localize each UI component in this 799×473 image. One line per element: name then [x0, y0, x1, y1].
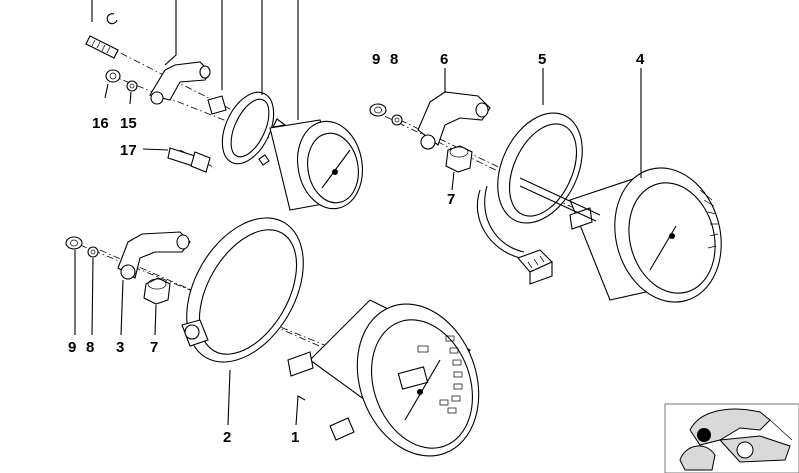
- grommet-small-part: [207, 95, 227, 115]
- callout-8-bottom: 8: [86, 339, 94, 356]
- nut-16-part: [105, 69, 121, 83]
- callout-17: 17: [120, 142, 137, 159]
- small-gauge-assembly: [85, 13, 363, 211]
- speedometer-assembly: [65, 217, 480, 457]
- motorcycle-location-thumbnail: [664, 403, 799, 473]
- callout-7-bottom: 7: [150, 339, 158, 356]
- callout-3: 3: [116, 339, 124, 356]
- callout-labels: 9 8 6 5 4 16 15 17 7 9 8 3 7 2 1: [68, 51, 645, 446]
- stud-part: [85, 35, 119, 59]
- callout-1: 1: [291, 429, 299, 446]
- callout-16: 16: [92, 115, 109, 132]
- grommet-7-part-bottom: [143, 277, 171, 305]
- callout-5: 5: [538, 51, 546, 68]
- callout-15: 15: [120, 115, 137, 132]
- leader-lines: [74, 0, 642, 426]
- callout-4: 4: [636, 51, 645, 68]
- washer-8-part-top: [391, 114, 403, 126]
- callout-8-top: 8: [390, 51, 398, 68]
- callout-9-bottom: 9: [68, 339, 76, 356]
- nut-9-part-bottom: [65, 236, 83, 250]
- circlip-part: [106, 13, 118, 25]
- callout-9-top: 9: [372, 51, 380, 68]
- washer-15-part: [126, 80, 138, 92]
- callout-7-top: 7: [447, 191, 455, 208]
- nut-9-part-top: [369, 103, 387, 117]
- tachometer-assembly: [369, 91, 722, 303]
- grommet-7-part-top: [445, 145, 473, 173]
- callout-2: 2: [223, 429, 231, 446]
- callout-6: 6: [440, 51, 448, 68]
- location-dot-icon: [697, 428, 711, 442]
- washer-8-part-bottom: [87, 246, 99, 258]
